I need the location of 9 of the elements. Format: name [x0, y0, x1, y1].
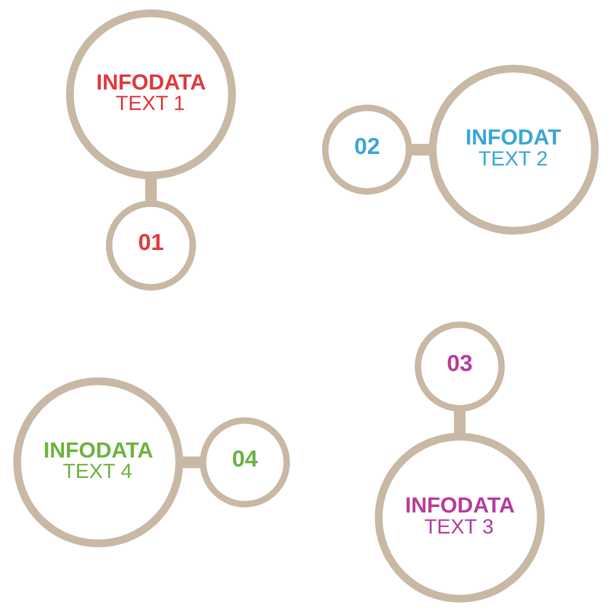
node-circle: INFODATA TEXT 1: [66, 9, 236, 180]
node-circle: INFODATA TEXT 3: [374, 432, 545, 603]
node-circle: INFODATA TEXT 4: [13, 377, 184, 548]
node-circle: 04: [200, 417, 290, 508]
node-circle: INFODAT TEXT 2: [428, 64, 599, 235]
node-circle: 02: [322, 104, 412, 195]
connector: [180, 456, 204, 468]
node-circle: 01: [106, 200, 196, 291]
node-circle: 03: [414, 321, 505, 412]
